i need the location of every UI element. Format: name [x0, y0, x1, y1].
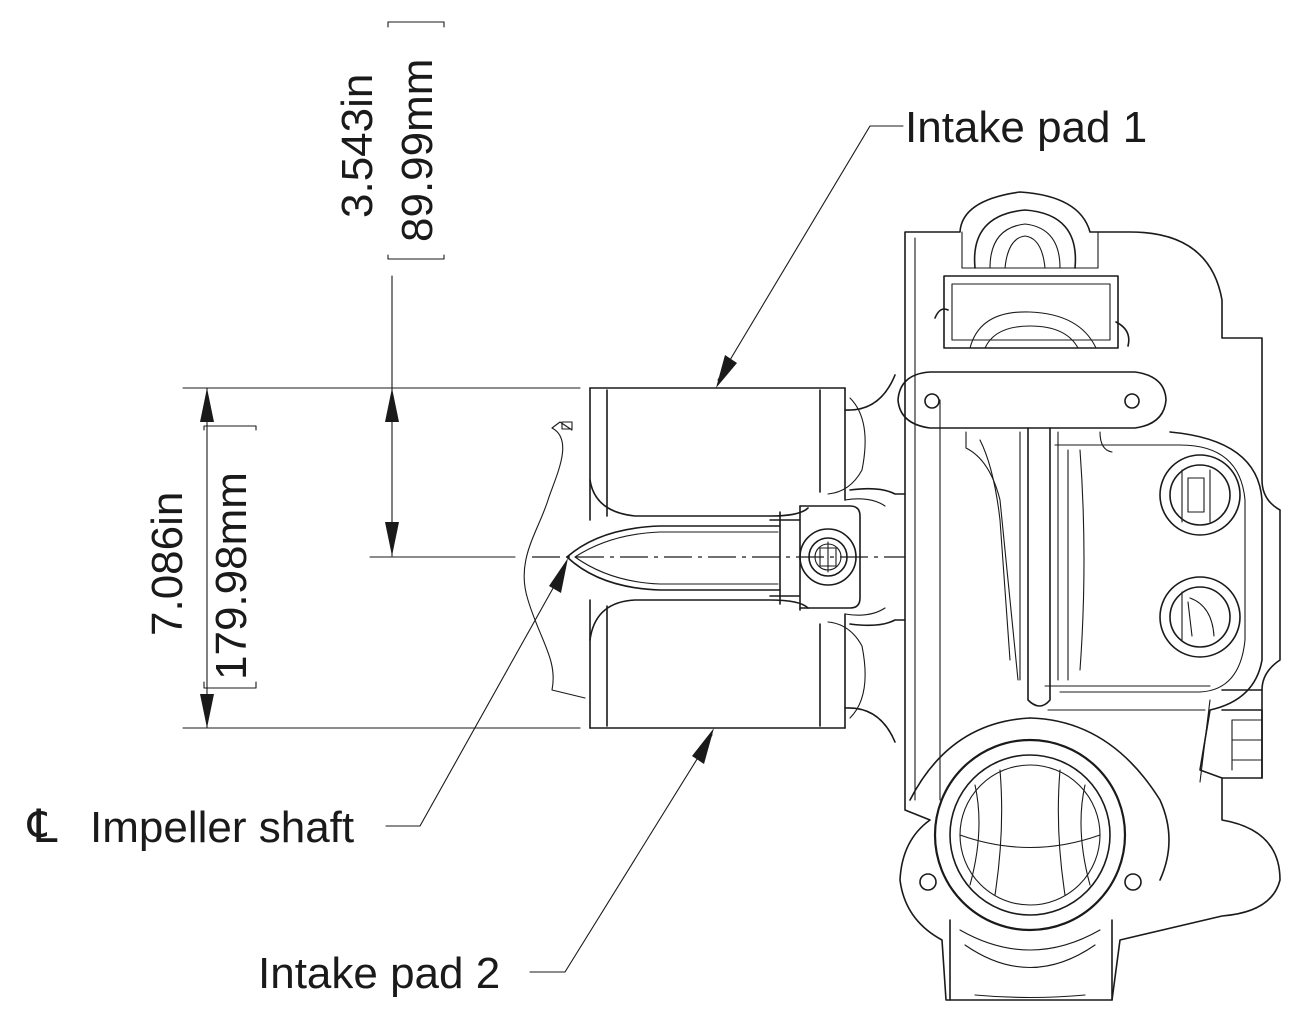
- intake-pad-2-shape: [589, 599, 896, 743]
- dimension-half-height: 3.543in 89.99mm: [333, 21, 445, 557]
- label-impeller-shaft: Impeller shaft: [90, 803, 354, 852]
- dimension-half-height-inches: 3.543in: [333, 74, 382, 218]
- callout-impeller-shaft: ℄ Impeller shaft: [27, 558, 568, 852]
- dimension-full-height-bracket: [203, 425, 257, 689]
- break-tag: [561, 421, 573, 430]
- callout-intake-pad-2: Intake pad 2: [258, 728, 714, 998]
- dimension-half-height-arrow-bottom: [385, 522, 399, 556]
- dimension-half-height-bracket: [387, 21, 445, 260]
- extension-lines: [182, 387, 581, 729]
- dimension-full-height-arrow-bottom: [200, 694, 214, 728]
- dimension-full-height-arrow-top: [200, 388, 214, 422]
- dimension-full-height-inches: 7.086in: [143, 492, 192, 636]
- impeller-shaft-arrow: [549, 558, 568, 593]
- intake-pad-2-arrow: [692, 728, 714, 764]
- pump-housing: [897, 191, 1281, 1001]
- dimension-half-height-arrow-top: [385, 388, 399, 422]
- impeller-shaft-shape: [566, 487, 906, 627]
- intake-pad-1-arrow: [716, 355, 737, 388]
- dimension-half-height-mm: 89.99mm: [393, 59, 442, 242]
- callout-intake-pad-1: Intake pad 1: [716, 103, 1147, 388]
- label-intake-pad-2: Intake pad 2: [258, 949, 500, 998]
- label-intake-pad-1: Intake pad 1: [905, 103, 1147, 152]
- break-line: [523, 421, 586, 699]
- dimension-full-height: 7.086in 179.98mm: [143, 387, 257, 729]
- dimension-full-height-mm: 179.98mm: [207, 472, 256, 680]
- centerline-symbol: ℄: [27, 800, 58, 852]
- intake-pad-1-shape: [589, 374, 896, 521]
